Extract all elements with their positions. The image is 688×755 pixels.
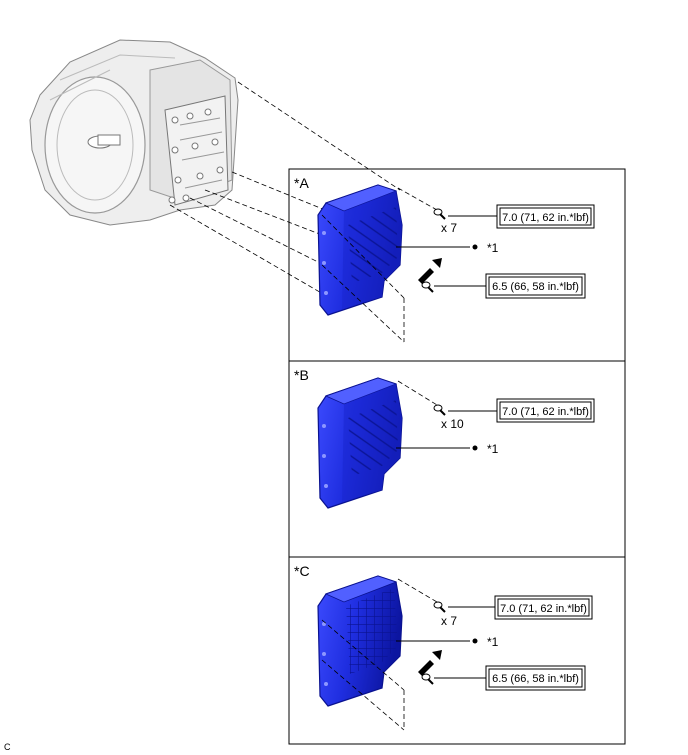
bolt-icon	[421, 281, 434, 293]
panel-b-tag: *B	[294, 367, 309, 383]
panel-a-torque-main: 7.0 (71, 62 in.*lbf)	[502, 212, 589, 224]
bolt-icon	[433, 208, 446, 220]
oil-pan-c	[317, 575, 403, 707]
arrow-icon	[418, 258, 442, 284]
panel-c: *C x 7 7.0 (71, 62 in.*lbf) *1 6.5 (66, …	[288, 556, 626, 745]
panel-a-torque-main-box	[496, 204, 595, 229]
bullet-icon	[472, 638, 478, 644]
bolt-icon	[433, 601, 446, 613]
panel-b-part-label: *1	[487, 442, 499, 456]
panel-a: *A x 7 7.0 (71, 62 in.*lbf) *1 6.5 (66, …	[288, 168, 626, 362]
arrow-icon	[418, 650, 442, 676]
panel-c-part-label: *1	[487, 635, 499, 649]
panel-b-torque-main-box	[496, 398, 595, 423]
transmission-assembly-icon	[29, 39, 239, 226]
figure-code: C	[4, 742, 11, 752]
panel-b: *B x 10 7.0 (71, 62 in.*lbf) *1	[288, 360, 626, 558]
panel-c-tag: *C	[294, 563, 310, 579]
panel-c-torque-special: 6.5 (66, 58 in.*lbf)	[492, 673, 579, 685]
panel-b-bolt-count: x 10	[441, 417, 464, 431]
bolt-icon	[421, 673, 434, 685]
oil-pan-a	[317, 184, 403, 316]
panel-c-torque-main-box	[494, 595, 593, 620]
panel-b-torque-main: 7.0 (71, 62 in.*lbf)	[502, 406, 589, 418]
panel-c-torque-main: 7.0 (71, 62 in.*lbf)	[500, 603, 587, 615]
panel-c-bolt-count: x 7	[441, 614, 457, 628]
panel-a-tag: *A	[294, 175, 309, 191]
projection-lines	[169, 81, 401, 299]
bullet-icon	[472, 445, 478, 451]
panel-c-frame	[288, 556, 626, 745]
oil-pan-b	[317, 377, 403, 509]
panel-a-torque-special: 6.5 (66, 58 in.*lbf)	[492, 281, 579, 293]
bolt-icon	[433, 404, 446, 416]
panel-a-part-label: *1	[487, 241, 499, 255]
panel-a-torque-special-box	[485, 273, 586, 299]
bullet-icon	[472, 244, 478, 250]
panel-a-bolt-count: x 7	[441, 221, 457, 235]
panel-c-torque-special-box	[485, 665, 586, 691]
